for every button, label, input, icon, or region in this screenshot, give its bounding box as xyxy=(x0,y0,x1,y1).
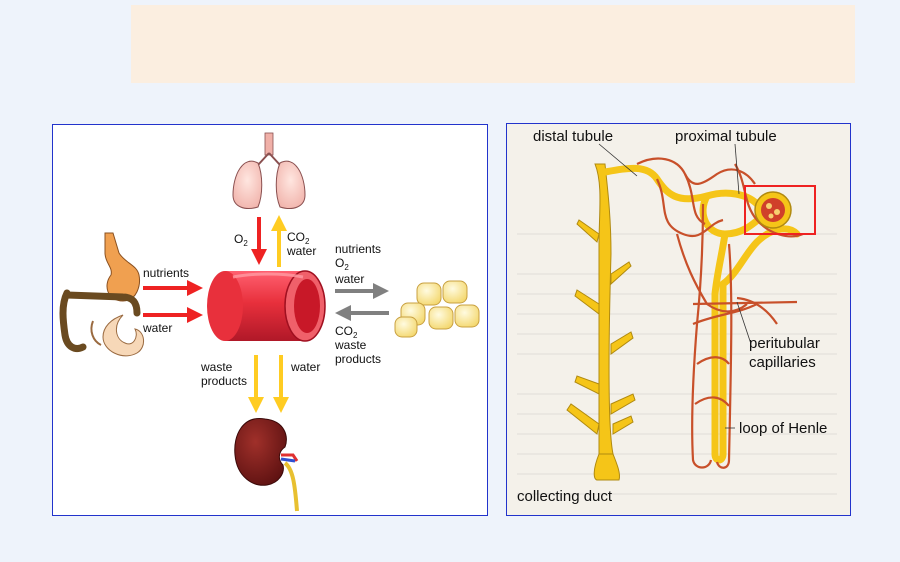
label-o2-right: O2 xyxy=(335,256,349,272)
label-water-bottom: water xyxy=(290,360,320,374)
blood-vessel-icon xyxy=(207,270,326,342)
label-water-left: water xyxy=(142,321,172,335)
label-water-top: water xyxy=(286,244,316,258)
peritubular-capillaries-shape xyxy=(636,157,804,469)
label-co2-right: CO2 xyxy=(335,324,358,340)
digestive-system-icon xyxy=(59,232,144,357)
co2-arrow-up xyxy=(271,215,287,267)
label-proximal-tubule: proximal tubule xyxy=(675,128,777,145)
o2-arrow-down xyxy=(251,217,267,265)
label-waste-bottom-1: waste xyxy=(200,360,233,374)
lungs-icon xyxy=(232,132,306,209)
label-collecting-duct: collecting duct xyxy=(517,488,613,505)
glomerulus-icon xyxy=(744,185,816,235)
nutrients-arrow-in xyxy=(143,280,203,296)
circulation-diagram: O2 CO2 water nutrients water xyxy=(59,132,480,512)
label-nutrients-left: nutrients xyxy=(143,266,189,280)
collecting-duct-shape xyxy=(566,163,636,481)
nephron-diagram: distal tubule proximal tubule peritubula… xyxy=(517,128,837,505)
label-co2-top: CO2 xyxy=(287,230,310,246)
label-peritubular-2: capillaries xyxy=(749,354,816,371)
label-loop-of-henle: loop of Henle xyxy=(739,420,827,437)
body-cells-icon xyxy=(394,280,480,338)
label-waste-bottom-2: products xyxy=(201,374,247,388)
label-distal-tubule: distal tubule xyxy=(533,128,613,145)
nephron-diagram-panel: distal tubule proximal tubule peritubula… xyxy=(506,123,851,516)
label-o2-top: O2 xyxy=(234,232,248,248)
waste-arrow-down xyxy=(248,355,264,413)
label-waste-right-2: products xyxy=(335,352,381,366)
label-water-right: water xyxy=(334,272,364,286)
circulation-diagram-panel: O2 CO2 water nutrients water xyxy=(52,124,488,516)
label-waste-right-1: waste xyxy=(334,338,367,352)
kidney-icon xyxy=(234,418,299,512)
water-arrow-in xyxy=(143,307,203,323)
nutrients-arrow-out xyxy=(335,283,389,299)
label-peritubular-1: peritubular xyxy=(749,335,820,352)
label-nutrients-right: nutrients xyxy=(335,242,381,256)
title-bar xyxy=(131,5,855,83)
co2-arrow-in xyxy=(335,305,389,321)
water-arrow-down xyxy=(273,355,289,413)
